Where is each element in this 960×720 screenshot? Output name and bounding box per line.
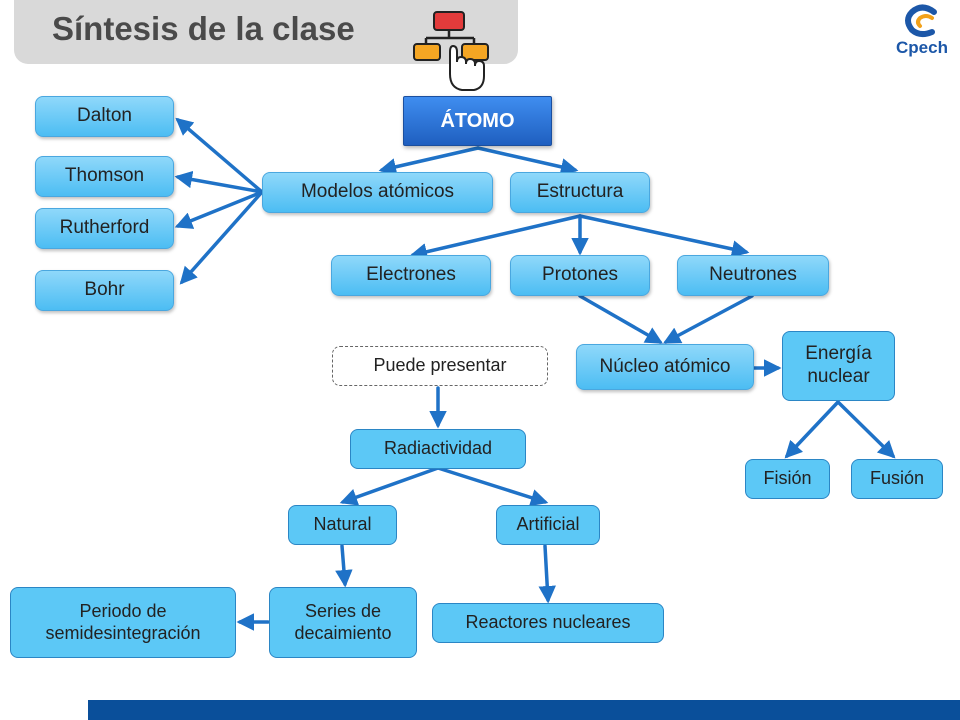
node-puede-presentar[interactable]: Puede presentar: [332, 346, 548, 386]
node-artificial[interactable]: Artificial: [496, 505, 600, 545]
node-reactores-nucleares[interactable]: Reactores nucleares: [432, 603, 664, 643]
slide-title: Síntesis de la clase: [52, 10, 355, 47]
cpech-logo: Cpech: [888, 4, 956, 60]
footer-band: [88, 700, 960, 720]
node-atomo[interactable]: ÁTOMO: [403, 96, 552, 146]
node-periodo-de-semidesintegracion[interactable]: Periodo de semidesintegración: [10, 587, 236, 658]
node-natural[interactable]: Natural: [288, 505, 397, 545]
node-dalton[interactable]: Dalton: [35, 96, 174, 137]
cpech-logo-mark: [905, 4, 937, 38]
node-bohr[interactable]: Bohr: [35, 270, 174, 311]
hierarchy-hand-icon: [413, 11, 489, 91]
node-thomson[interactable]: Thomson: [35, 156, 174, 197]
node-radiactividad[interactable]: Radiactividad: [350, 429, 526, 469]
node-neutrones[interactable]: Neutrones: [677, 255, 829, 296]
node-protones[interactable]: Protones: [510, 255, 650, 296]
node-fision[interactable]: Fisión: [745, 459, 830, 499]
brand-label: Cpech: [896, 38, 948, 57]
node-fusion[interactable]: Fusión: [851, 459, 943, 499]
node-estructura[interactable]: Estructura: [510, 172, 650, 213]
node-nucleo-atomico[interactable]: Núcleo atómico: [576, 344, 754, 390]
node-rutherford[interactable]: Rutherford: [35, 208, 174, 249]
node-series-de-decaimiento[interactable]: Series de decaimiento: [269, 587, 417, 658]
node-electrones[interactable]: Electrones: [331, 255, 491, 296]
node-energia-nuclear[interactable]: Energía nuclear: [782, 331, 895, 401]
node-modelos-atomicos[interactable]: Modelos atómicos: [262, 172, 493, 213]
